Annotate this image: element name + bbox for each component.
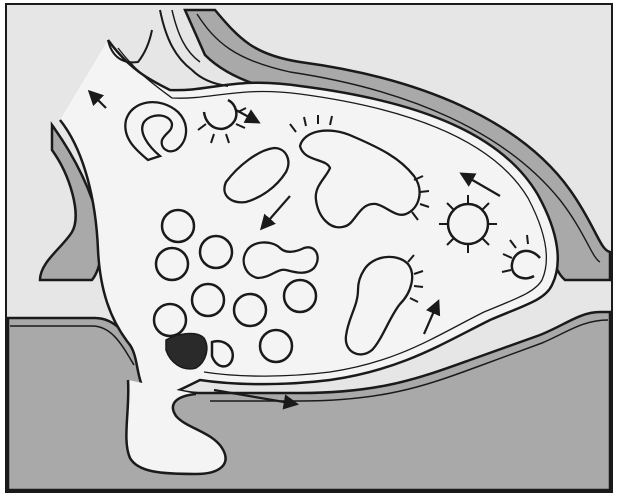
vesicle-icon	[234, 294, 266, 326]
vesicle-icon	[200, 236, 232, 268]
vesicle-icon	[156, 248, 188, 280]
vesicle-icon	[212, 341, 233, 366]
vesicle-icon	[162, 210, 194, 242]
vesicle-icon	[154, 304, 186, 336]
vesicle-icon	[260, 330, 292, 362]
vesicle-icon	[192, 284, 224, 316]
vesicle-icon	[284, 280, 316, 312]
